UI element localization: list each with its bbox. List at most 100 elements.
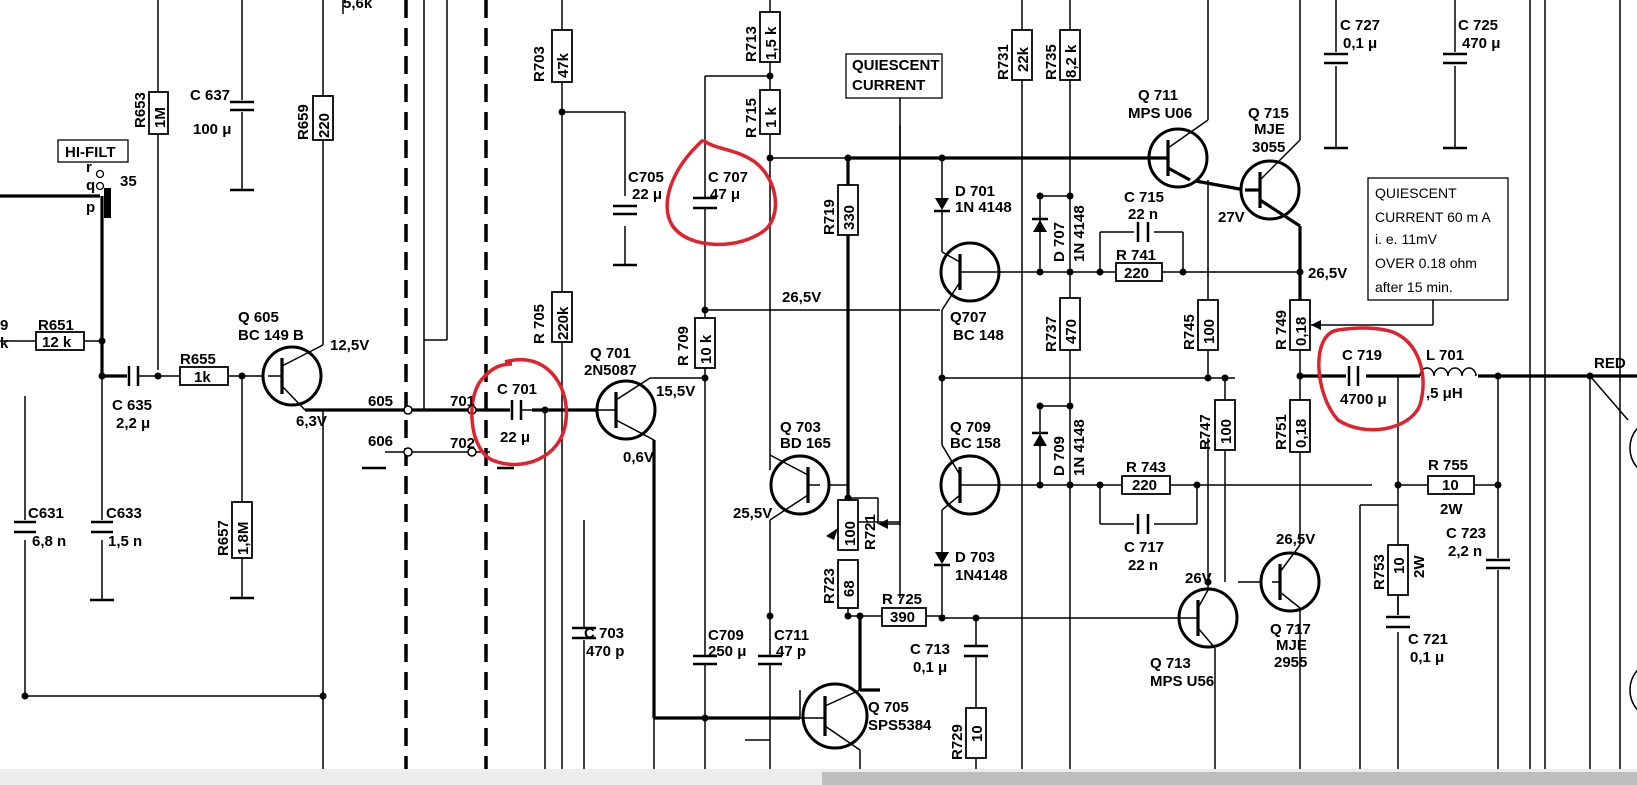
value-r715: 1 k: [763, 106, 780, 128]
component-labels: 5,6k R653 1M C 637 100 μ R659 220 HI-FIL…: [0, 0, 1626, 760]
node-605: 605: [368, 393, 393, 410]
value-r651: 12 k: [42, 334, 72, 351]
type-q715: MJE: [1254, 121, 1285, 138]
label-r741: R 741: [1116, 247, 1156, 264]
value-c721: 0,1 μ: [1410, 649, 1444, 666]
value-r751: 0,18: [1293, 419, 1310, 448]
label-r721: R721: [862, 514, 879, 550]
label-sw-r: r: [86, 159, 92, 176]
label-c711: C711: [774, 627, 809, 644]
output-terminal-top: [1629, 427, 1637, 469]
value-r653: 1M: [152, 107, 169, 128]
label-q707: Q707: [950, 309, 987, 326]
label-r703: R703: [531, 46, 548, 82]
label-r715: R 715: [743, 98, 760, 138]
r721-wiper-arrow: [826, 528, 838, 540]
label-c709: C709: [708, 627, 744, 644]
label-c-top: 5,6k: [343, 0, 373, 12]
quiescent-label-box: [845, 53, 943, 99]
label-c721: C 721: [1408, 631, 1448, 648]
output-terminal-bottom: [1629, 669, 1637, 711]
label-c713: C 713: [910, 641, 950, 658]
r723-body: [837, 559, 859, 609]
value-r747: 100: [1218, 419, 1235, 444]
label-r731: R731: [995, 44, 1012, 80]
value-r735: 8,2 k: [1063, 44, 1080, 78]
label-r651: R651: [38, 317, 74, 334]
num-q715: 3055: [1252, 139, 1285, 156]
value-r721: 100: [842, 521, 859, 546]
r731-body: [1011, 29, 1033, 81]
r741-body: [1115, 262, 1163, 282]
type-q705: SPS5384: [868, 717, 932, 734]
label-r657: R657: [215, 520, 232, 556]
value-r723: 68: [841, 580, 858, 597]
type-q713: MPS U56: [1150, 673, 1214, 690]
value-c635: 2,2 μ: [116, 415, 150, 432]
horizontal-scrollbar-thumb[interactable]: [822, 772, 1637, 785]
label-r751: R751: [1273, 414, 1290, 450]
label-d707: D 707: [1051, 222, 1068, 262]
r659-body: [312, 95, 334, 141]
label-d703: D 703: [955, 549, 995, 566]
qc-line-1: QUIESCENT: [852, 57, 940, 74]
r713-body: [759, 11, 781, 63]
label-r743: R 743: [1126, 459, 1166, 476]
label-c717: C 717: [1124, 539, 1164, 556]
label-d701: D 701: [955, 183, 995, 200]
red-annotations: [470, 138, 1425, 467]
resistors: [35, 11, 1475, 759]
hifilt-switch: [104, 188, 111, 218]
node-701: 701: [450, 393, 475, 410]
label-r753: R753: [1371, 554, 1388, 590]
note-line-1: QUIESCENT: [1375, 185, 1457, 201]
volt-bias: 26,5V: [782, 289, 821, 306]
volt-q703: 25,5V: [733, 505, 772, 522]
label-r729: R729: [949, 724, 966, 760]
hifilt-box: [57, 139, 129, 163]
label-hifilt: HI-FILT: [65, 144, 116, 161]
value-c725: 470 μ: [1462, 35, 1500, 52]
r725-body: [881, 607, 927, 627]
label-red: RED: [1594, 355, 1626, 372]
type-q717: MJE: [1276, 637, 1307, 654]
label-c631: C631: [28, 505, 64, 522]
r735-body: [1059, 29, 1081, 81]
label-c635: C 635: [112, 397, 152, 414]
value-c723: 2,2 n: [1448, 543, 1482, 560]
value-r731: 22k: [1015, 46, 1032, 72]
ground-symbols: [90, 146, 1467, 602]
r749-body: [1289, 299, 1311, 351]
value-r719: 330: [841, 205, 858, 230]
label-l701: L 701: [1426, 347, 1464, 364]
label-leftk: k: [0, 335, 9, 352]
volt-q713: 26V: [1185, 570, 1212, 587]
r715-body: [759, 89, 781, 135]
label-r725: R 725: [882, 591, 922, 608]
watt-r753: 2W: [1411, 555, 1428, 578]
volt-q701-c: 0,6V: [623, 449, 654, 466]
value-c631: 6,8 n: [32, 533, 66, 550]
value-c727: 0,1 μ: [1343, 35, 1377, 52]
type-q701: 2N5087: [584, 362, 637, 379]
value-c711: 47 p: [776, 643, 806, 660]
label-sw-q: q: [86, 177, 95, 194]
type-q703: BD 165: [780, 435, 831, 452]
capacitors: [14, 52, 1510, 674]
label-r745: R745: [1181, 314, 1198, 350]
r703-body: [551, 29, 573, 83]
value-r705: 220k: [555, 306, 572, 340]
note-line-5: after 15 min.: [1375, 279, 1453, 295]
r743-body: [1121, 475, 1171, 495]
r729-body: [965, 707, 987, 759]
note-line-2: CURRENT 60 m A: [1375, 209, 1491, 225]
label-r747: R747: [1197, 414, 1214, 450]
value-c633: 1,5 n: [108, 533, 142, 550]
type-q605: BC 149 B: [238, 327, 304, 344]
label-c725: C 725: [1458, 17, 1498, 34]
label-c715: C 715: [1124, 189, 1164, 206]
r709-body: [694, 317, 716, 369]
label-r723: R723: [821, 568, 838, 604]
label-c723: C 723: [1446, 525, 1486, 542]
